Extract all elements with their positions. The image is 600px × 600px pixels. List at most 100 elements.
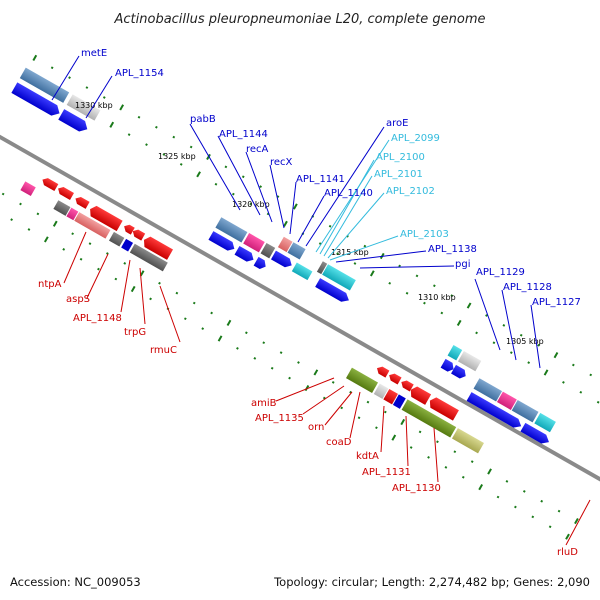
label-APL_2100: APL_2100 [376, 152, 425, 163]
scale-tick [123, 262, 127, 265]
scale-tick [130, 285, 136, 293]
scale-tick [175, 291, 179, 295]
scale-tick [1, 192, 5, 196]
scale-tick [119, 104, 125, 111]
scale-tick [466, 302, 472, 309]
label-APL_1140: APL_1140 [324, 188, 373, 199]
scale-tick [288, 376, 291, 380]
label-ntpA: ntpA [38, 279, 62, 290]
accession-text: Accession: NC_009053 [10, 575, 141, 589]
gene-rmuC [143, 236, 173, 260]
scale-tick [375, 426, 378, 430]
gene-arrow [389, 373, 402, 385]
scale-tick [492, 341, 496, 345]
scale-tick [201, 327, 205, 330]
gene-arrow [75, 196, 90, 209]
label-rluD: rluD [557, 547, 578, 558]
scale-tick [548, 525, 552, 529]
label-APL_1128: APL_1128 [503, 282, 552, 293]
scale-tick [415, 274, 419, 278]
scale-tick [444, 465, 448, 469]
gene-APL_1140 [287, 242, 306, 260]
gene-arrow [376, 366, 390, 378]
scale-tick [589, 373, 593, 377]
gene-arrow [42, 178, 59, 192]
label-recX: recX [270, 157, 293, 168]
scale-tick [363, 244, 367, 248]
scale-tick [531, 515, 535, 519]
scale-tick [127, 133, 131, 137]
scale-tick [391, 434, 397, 441]
scale-tick [509, 351, 513, 355]
scale-tick [85, 86, 89, 89]
label-pgi: pgi [455, 259, 470, 270]
scale-tick [50, 66, 54, 70]
scale-tick [596, 400, 600, 404]
gene-APL_2103 [316, 261, 328, 275]
scale-tick [149, 297, 152, 301]
label-APL_1148: APL_1148 [73, 313, 122, 324]
gene-orn [383, 388, 398, 405]
scale-tick [293, 203, 298, 210]
gene-arrow [253, 256, 266, 270]
label-APL_1131: APL_1131 [362, 467, 411, 478]
scale-tick [432, 284, 436, 288]
gene-APL_1135 [373, 383, 389, 399]
label-trpG: trpG [124, 327, 146, 338]
scale-tick [262, 341, 266, 345]
scale-tick [259, 185, 263, 189]
label-coaD: coaD [326, 437, 352, 448]
label-pabB: pabB [190, 114, 216, 125]
tick-1305: 1305 kbp [506, 337, 544, 346]
gene-APL_1148 [90, 205, 123, 232]
scale-tick [52, 220, 58, 227]
scale-tick [553, 352, 559, 359]
scale-tick [571, 363, 575, 367]
label-APL_2103: APL_2103 [400, 229, 449, 240]
tick-1325: 1325 kbp [158, 152, 196, 161]
scale-tick [383, 410, 387, 414]
label-recA: recA [246, 144, 269, 155]
scale-tick [519, 333, 523, 337]
label-APL_2101: APL_2101 [374, 169, 423, 180]
scale-tick [427, 456, 430, 459]
gene [129, 243, 168, 272]
gene-APL_1138 [322, 264, 356, 291]
scale-tick [224, 165, 228, 169]
gene-arrow [451, 364, 466, 379]
scale-tick [440, 311, 444, 315]
label-APL_1138: APL_1138 [428, 244, 477, 255]
scale-tick [88, 242, 92, 245]
scale-tick [236, 347, 239, 350]
scale-tick [478, 484, 484, 491]
scale-tick [253, 356, 257, 360]
label-APL_1144: APL_1144 [219, 129, 268, 140]
scale-tick [109, 121, 115, 128]
scale-tick [557, 509, 561, 513]
gene-arrow [58, 187, 74, 200]
gene-APL_1128 [457, 350, 482, 372]
gene-coaD [392, 394, 406, 409]
gene-arrow [58, 109, 88, 132]
gene-arrow [270, 250, 292, 268]
gene-APL_1127 [473, 378, 503, 402]
gene [74, 212, 111, 239]
scale-tick [423, 301, 426, 305]
scale-tick [189, 145, 193, 149]
scale-tick [114, 277, 118, 281]
scale-tick [487, 468, 492, 475]
label-APL_1129: APL_1129 [476, 267, 525, 278]
gene-arrow [208, 231, 235, 251]
gene-amiB [345, 367, 379, 393]
scale-tick [388, 281, 392, 285]
gene-arrow [440, 358, 454, 372]
scale-tick [217, 335, 223, 342]
scale-tick [409, 446, 413, 449]
scale-tick [470, 460, 474, 463]
scale-tick [366, 400, 370, 404]
scale-tick [244, 331, 248, 335]
scale-tick [353, 262, 357, 265]
scale-tick [461, 475, 465, 479]
scale-tick [27, 228, 31, 231]
